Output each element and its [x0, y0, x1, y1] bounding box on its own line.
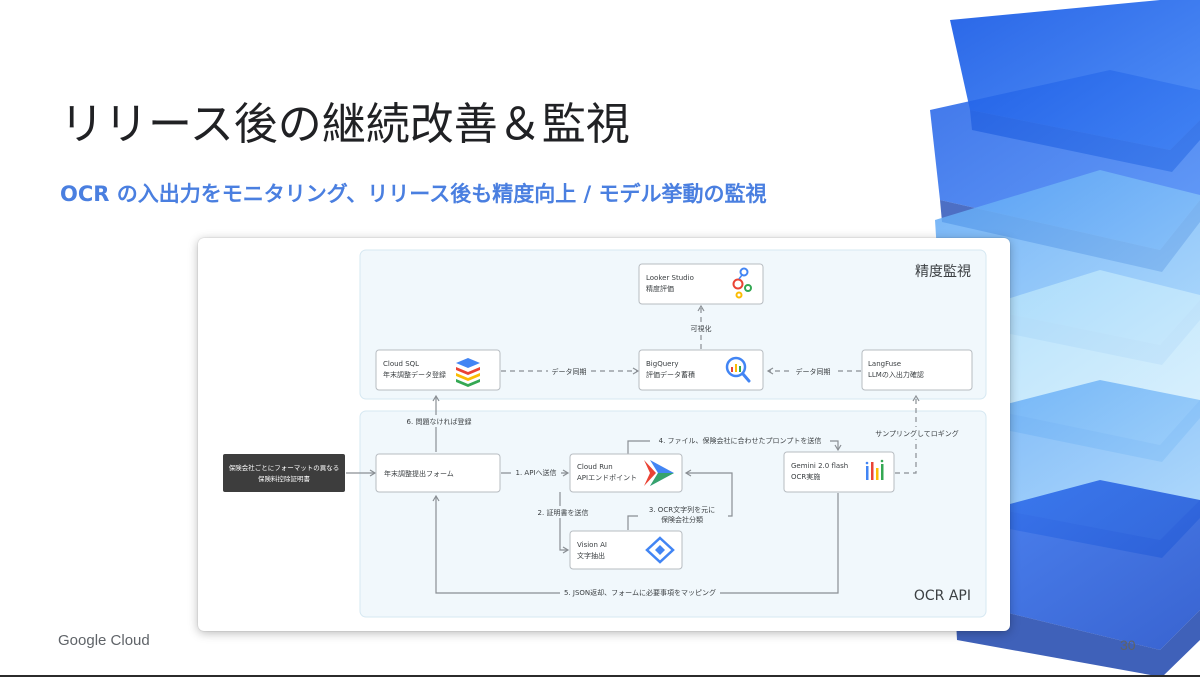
cloud-sql-icon — [456, 358, 480, 387]
edge-sampling-label: サンプリングしてロギング — [875, 429, 959, 438]
edge-6-label: 6. 問題なければ登録 — [407, 417, 472, 426]
google-cloud-logo: Google Cloud — [58, 632, 150, 649]
slide-title: リリース後の継続改善＆監視 — [60, 99, 630, 150]
node-source-line1: 保険会社ごとにフォーマットの異なる — [229, 463, 340, 472]
edge-2-label: 2. 証明書を送信 — [538, 508, 589, 517]
node-gemini-line1: Gemini 2.0 flash — [791, 462, 848, 470]
bigquery-icon — [725, 356, 751, 383]
node-cloud-sql-line1: Cloud SQL — [383, 360, 419, 368]
node-looker-line1: Looker Studio — [646, 274, 694, 282]
node-source — [223, 454, 345, 492]
node-vision-ai — [569, 530, 683, 570]
node-looker-line2: 精度評価 — [646, 284, 674, 293]
edge-3-label-line2: 保険会社分類 — [661, 515, 703, 524]
edge-4-label: 4. ファイル、保険会社に合わせたプロンプトを送信 — [659, 436, 822, 445]
edge-sync2-label: データ同期 — [796, 367, 831, 376]
architecture-diagram: 精度監視 OCR API — [223, 249, 987, 618]
node-gemini-line2: OCR実施 — [791, 472, 820, 481]
edge-1-label: 1. APIへ送信 — [516, 468, 557, 477]
looker-studio-icon — [732, 267, 752, 299]
edge-3-label-line1: 3. OCR文字列を元に — [649, 505, 715, 514]
page-number: 30 — [1120, 637, 1136, 653]
node-langfuse — [861, 349, 973, 391]
node-langfuse-line1: LangFuse — [868, 360, 901, 368]
node-looker-studio — [638, 263, 764, 305]
node-form — [375, 453, 501, 493]
node-cloud-sql — [375, 349, 501, 391]
zone-monitoring-label: 精度監視 — [915, 263, 971, 280]
edge-3-classify — [627, 469, 733, 530]
node-bigquery-line1: BigQuery — [646, 360, 678, 368]
node-form-line1: 年末調整提出フォーム — [384, 469, 454, 478]
glass-layer — [950, 480, 1200, 677]
zone-monitoring — [359, 249, 987, 400]
architecture-diagram-card: 精度監視 OCR API — [198, 238, 1010, 631]
bottom-border — [0, 675, 1200, 677]
cloud-run-icon — [644, 460, 674, 486]
node-langfuse-line2: LLMの入出力確認 — [868, 370, 924, 379]
node-bigquery-line2: 評価データ蓄積 — [646, 370, 695, 379]
node-source-line2: 保険料控除証明書 — [258, 474, 311, 483]
node-cloud-run-line1: Cloud Run — [577, 463, 613, 471]
gemini-icon — [865, 459, 884, 480]
node-cloud-sql-line2: 年末調整データ登録 — [383, 370, 446, 379]
node-vision-ai-line2: 文字抽出 — [577, 551, 605, 560]
slide-subtitle: OCR の入出力をモニタリング、リリース後も精度向上 / モデル挙動の監視 — [60, 182, 767, 206]
node-vision-ai-line1: Vision AI — [577, 541, 607, 549]
edge-5-label: 5. JSON返却、フォームに必要事項をマッピング — [564, 588, 716, 597]
zone-ocr-api-label: OCR API — [914, 588, 971, 604]
edge-visualize-label: 可視化 — [691, 324, 712, 333]
vision-ai-icon — [645, 536, 675, 564]
node-cloud-run-line2: APIエンドポイント — [577, 474, 637, 482]
edge-sync1-label: データ同期 — [552, 367, 587, 376]
edge-sampling — [895, 394, 920, 474]
